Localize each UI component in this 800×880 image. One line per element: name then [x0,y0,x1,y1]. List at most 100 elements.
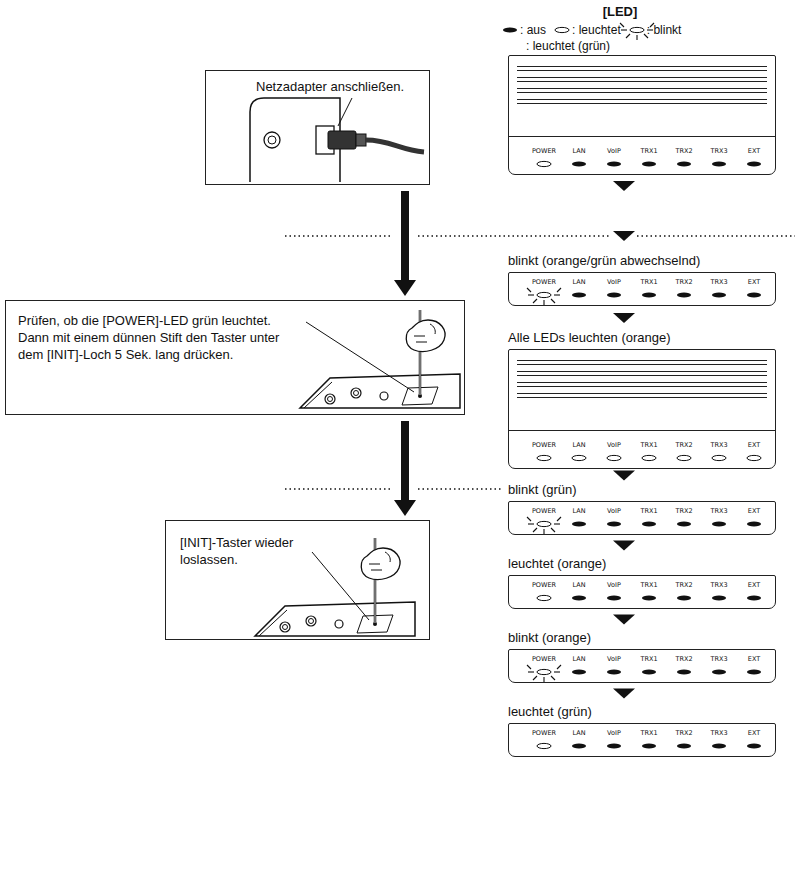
led-column: EXT [734,655,774,663]
led-column: VoIP [594,729,634,737]
led-label: TRX1 [629,655,669,663]
led-column: EXT [734,581,774,589]
led-panel: Alle LEDs leuchten (orange)POWERLANVoIPT… [508,330,776,469]
led-panel: blinkt (grün)POWERLANVoIPTRX1TRX2TRX3EXT [508,482,776,535]
led-column: TRX2 [664,278,704,286]
led-symbol [699,512,739,536]
led-symbol [524,446,564,470]
led-symbol [559,152,599,176]
led-label: VoIP [594,278,634,286]
led-column: TRX3 [699,278,739,286]
led-symbol [734,152,774,176]
led-label: EXT [734,441,774,449]
led-column: EXT [734,147,774,155]
led-column: LAN [559,147,599,155]
led-column: LAN [559,441,599,449]
led-label: TRX3 [699,581,739,589]
led-symbol [629,446,669,470]
led-label: TRX1 [629,507,669,515]
led-label: POWER [524,278,564,286]
led-column: TRX2 [664,729,704,737]
led-symbol [594,734,634,758]
led-column: TRX2 [664,581,704,589]
led-column: VoIP [594,441,634,449]
led-symbol [559,512,599,536]
led-symbol [664,512,704,536]
led-column: TRX3 [699,729,739,737]
led-column: TRX3 [699,147,739,155]
led-symbol [629,660,669,684]
led-label: TRX3 [699,278,739,286]
led-label: POWER [524,581,564,589]
panel-stripe [517,371,767,376]
title-holder: [LED] [540,4,700,19]
legend-text: : leuchtet (grün) [526,39,610,53]
led-symbol [559,660,599,684]
led-label: TRX2 [664,729,704,737]
led-label: TRX3 [699,441,739,449]
led-label: LAN [559,655,599,663]
led-symbol [559,283,599,307]
led-label: TRX3 [699,507,739,515]
led-label: TRX3 [699,147,739,155]
panel-stripe [517,66,767,71]
panel-frame: POWERLANVoIPTRX1TRX2TRX3EXT [508,349,776,469]
led-symbol [594,586,634,610]
led-symbol [664,586,704,610]
led-symbol [699,152,739,176]
led-label: VoIP [594,581,634,589]
led-label: TRX1 [629,729,669,737]
led-symbol [629,586,669,610]
led-symbol [664,152,704,176]
panel-edge [509,430,775,431]
led-column: TRX2 [664,441,704,449]
flow-arrow [613,541,635,551]
led-column: LAN [559,655,599,663]
led-column: TRX1 [629,507,669,515]
legend-text: : blinkt [647,23,682,37]
led-column: TRX1 [629,729,669,737]
panel-frame: POWERLANVoIPTRX1TRX2TRX3EXT [508,575,776,609]
instruction-box: [INIT]-Taster wieder loslassen. [165,520,430,640]
led-label: POWER [524,507,564,515]
led-label: EXT [734,507,774,515]
led-symbol [734,446,774,470]
led-symbol [594,512,634,536]
instruction-box: Prüfen, ob die [POWER]-LED grün leuchtet… [5,300,465,415]
led-column: POWER [524,655,564,663]
led-label: POWER [524,729,564,737]
led-label: POWER [524,441,564,449]
legend-item: : blinkt [627,22,682,38]
led-label: EXT [734,655,774,663]
legend-swatch [500,22,520,38]
led-symbol [664,660,704,684]
led-label: TRX2 [664,655,704,663]
led-symbol [734,512,774,536]
led-label: LAN [559,147,599,155]
led-column: LAN [559,278,599,286]
flow-arrow [613,689,635,699]
diagram-title: [LED] [540,4,700,19]
legend-swatch [552,22,572,38]
led-column: VoIP [594,147,634,155]
led-label: TRX3 [699,655,739,663]
flow-arrow [613,313,635,323]
legend-item: : leuchtet [552,22,621,38]
legend-text: : aus [520,23,546,37]
instruction-text: Prüfen, ob die [POWER]-LED grün leuchtet… [18,313,303,364]
led-symbol [629,512,669,536]
led-symbol [594,446,634,470]
led-label: TRX1 [629,441,669,449]
panel-frame: POWERLANVoIPTRX1TRX2TRX3EXT [508,723,776,757]
state-label: blinkt (grün) [508,482,776,498]
led-symbol [594,152,634,176]
state-label: blinkt (orange) [508,630,776,646]
led-symbol [629,283,669,307]
led-label: TRX1 [629,147,669,155]
flow-arrow [613,615,635,625]
flow-arrow [394,191,416,296]
led-column: TRX1 [629,581,669,589]
led-column: POWER [524,581,564,589]
state-label: leuchtet (grün) [508,704,776,720]
legend-swatch [627,22,647,38]
